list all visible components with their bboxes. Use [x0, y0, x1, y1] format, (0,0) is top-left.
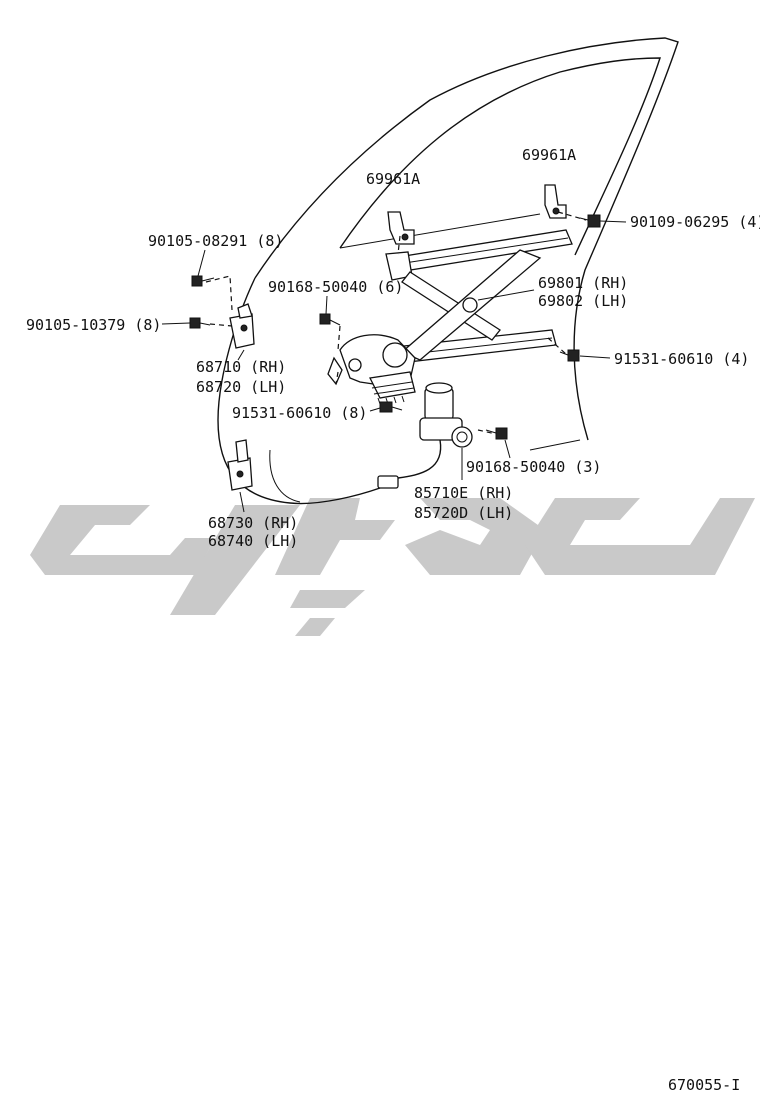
bolt-90109	[579, 214, 601, 228]
bolt-91531-right	[559, 349, 580, 362]
channel-bracket-68710	[229, 303, 255, 349]
regulator-assembly	[327, 229, 573, 405]
label-85710e: 85710E (RH)	[414, 484, 513, 502]
leader-lines	[161, 220, 627, 513]
channel-bracket-68730	[227, 439, 253, 491]
watermark-logo	[30, 498, 755, 636]
window-motor	[377, 382, 473, 489]
label-68730: 68730 (RH)	[208, 514, 298, 532]
label-91531-60610-right: 91531-60610 (4)	[614, 350, 749, 368]
door-frame	[217, 37, 679, 505]
label-90168-50040-bottom: 90168-50040 (3)	[466, 458, 601, 476]
bolt-90105-08291	[191, 275, 215, 287]
label-69961a-right: 69961A	[522, 146, 576, 164]
label-90168-50040-top: 90168-50040 (6)	[268, 278, 403, 296]
bolt-90105-10379	[189, 317, 211, 329]
assembly-lines	[205, 211, 587, 435]
label-69801: 69801 (RH)	[538, 274, 628, 292]
label-90105-08291: 90105-08291 (8)	[148, 232, 283, 250]
label-85720d: 85720D (LH)	[414, 504, 513, 522]
bolt-90168-top	[319, 313, 341, 326]
bracket-69961a-right	[544, 184, 567, 219]
bolt-91531-left	[379, 401, 403, 413]
label-90105-10379: 90105-10379 (8)	[26, 316, 161, 334]
bracket-69961a-left	[387, 211, 415, 245]
label-69802: 69802 (LH)	[538, 292, 628, 310]
label-68720: 68720 (LH)	[196, 378, 286, 396]
label-68710: 68710 (RH)	[196, 358, 286, 376]
label-90109-06295: 90109-06295 (4)	[630, 213, 760, 231]
bolt-90168-bottom	[485, 427, 508, 440]
diagram-number: 670055-I	[668, 1076, 740, 1094]
label-68740: 68740 (LH)	[208, 532, 298, 550]
label-91531-60610-left: 91531-60610 (8)	[232, 404, 367, 422]
label-69961a-left: 69961A	[366, 170, 420, 188]
